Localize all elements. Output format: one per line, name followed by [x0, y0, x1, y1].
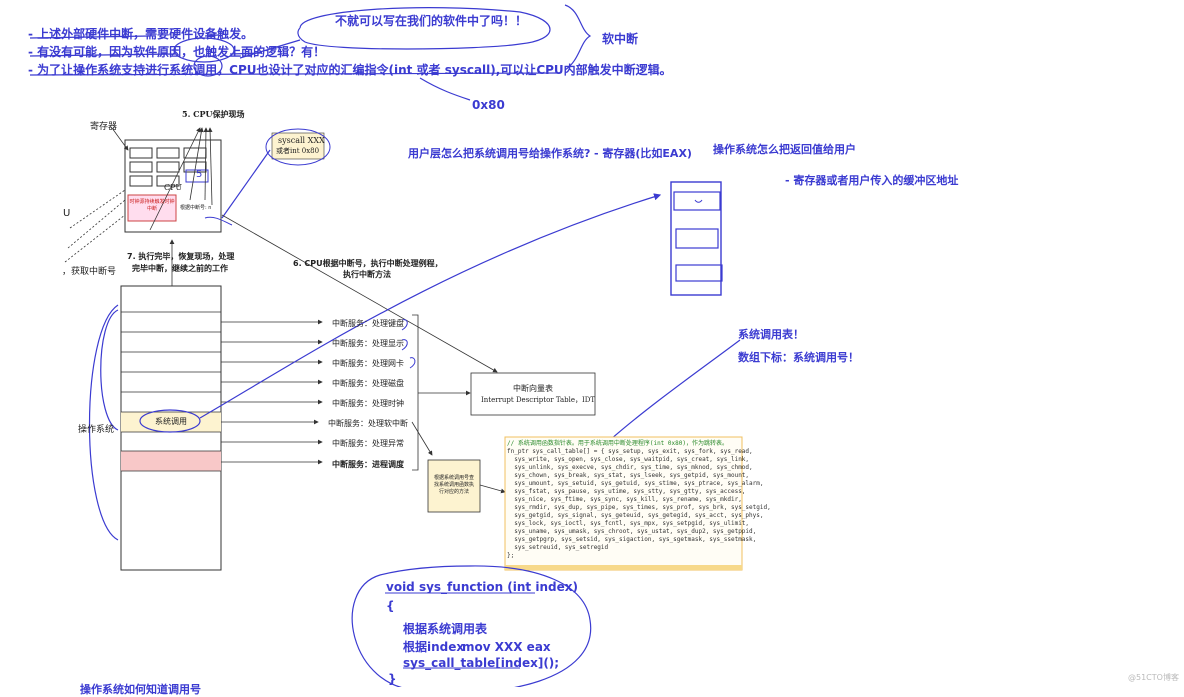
code-line: }; — [507, 552, 515, 559]
soft-interrupt-label: 软中断 — [602, 32, 639, 46]
top-note-3: - 为了让操作系统支持进行系统调用，CPU也设计了对应的汇编指令(int 或者 … — [28, 63, 672, 77]
syscall-cell: 系统调用 — [155, 417, 187, 426]
scribble-five: 5 — [196, 169, 203, 180]
service-clock: 中断服务：处理时钟 — [332, 399, 404, 408]
handwriting-line4: 根据index — [403, 640, 465, 654]
code-line: sys_getpgrp, sys_setsid, sys_sigaction, … — [507, 536, 757, 543]
service-disk: 中断服务：处理磁盘 — [332, 379, 404, 388]
handwriting-line2: { — [386, 599, 395, 613]
handwriting-line1: void sys_function (int index) — [386, 580, 578, 594]
handwriting-line4b: mov XXX eax — [462, 640, 551, 654]
lookup-box-text: 根据系统调用号查找系统调用函数执行对应的方法 — [433, 475, 474, 495]
code-comment: // 系统调用函数指针表。用于系统调用中断处理程序(int 0x80)，作为跳转… — [507, 440, 728, 447]
top-note-2: - 有没有可能，因为软件原因，也触发上面的逻辑？有！ — [28, 45, 326, 59]
bubble-note: 不就可以写在我们的软件中了吗！！ — [335, 14, 528, 28]
idt-title: 中断向量表 — [513, 384, 553, 393]
array-index-note: 数组下标：系统调用号！ — [738, 351, 859, 364]
syscall-note-1: syscall XXX — [278, 136, 325, 145]
os-label: 操作系统 — [78, 425, 115, 435]
syscall-note-2: 或者int 0x80 — [276, 147, 320, 155]
service-display: 中断服务：处理显示 — [332, 339, 404, 348]
code-line: sys_write, sys_open, sys_close, sys_wait… — [507, 456, 750, 463]
watermark: @51CTO博客 — [1128, 673, 1179, 682]
code-line: fn_ptr sys_call_table[] = { sys_setup, s… — [507, 448, 753, 455]
protect-label: 5. CPU保护现场 — [182, 109, 245, 119]
code-line: sys_umount, sys_setuid, sys_getuid, sys_… — [507, 480, 764, 487]
syscall-table-title: 系统调用表！ — [738, 328, 804, 341]
code-line: sys_setreuid, sys_setregid — [507, 544, 609, 551]
step6-line2: 执行中断方法 — [343, 270, 391, 279]
code-block: // 系统调用函数指针表。用于系统调用中断处理程序(int 0x80)，作为跳转… — [507, 440, 771, 560]
cpu-label: CPU — [164, 183, 183, 192]
handwriting-line3: 根据系统调用表 — [403, 622, 488, 636]
code-line: sys_chown, sys_break, sys_stat, sys_lsee… — [507, 472, 750, 479]
code-line: sys_fstat, sys_pause, sys_utime, sys_stt… — [507, 488, 746, 495]
code-line: sys_lock, sys_ioctl, sys_fcntl, sys_mpx,… — [507, 520, 750, 527]
question-how-pass: 用户层怎么把系统调用号给操作系统? — [408, 147, 591, 160]
code-line: sys_nice, sys_ftime, sys_sync, sys_kill,… — [507, 496, 742, 503]
service-keyboard: 中断服务：处理键盘 — [332, 319, 404, 328]
service-exception: 中断服务：处理异常 — [332, 439, 404, 448]
code-line: sys_uname, sys_umask, sys_chroot, sys_us… — [507, 528, 757, 535]
code-line: sys_unlink, sys_execve, sys_chdir, sys_t… — [507, 464, 753, 471]
step7-line1: 7. 执行完毕，恢复现场，处理 — [127, 252, 235, 261]
answer-buffer: - 寄存器或者用户传入的缓冲区地址 — [785, 174, 959, 187]
step6-line1: 6. CPU根据中断号，执行中断处理例程， — [293, 259, 443, 268]
code-line: sys_rmdir, sys_dup, sys_pipe, sys_times,… — [507, 504, 771, 511]
register-label: 寄存器 — [90, 122, 118, 132]
handwriting-line6: } — [388, 672, 397, 686]
answer-register: - 寄存器(比如EAX) — [594, 147, 692, 160]
service-network: 中断服务：处理网卡 — [332, 359, 404, 368]
code-line: sys_getgid, sys_signal, sys_geteuid, sys… — [507, 512, 764, 519]
question-return: 操作系统怎么把返回值给用户 — [713, 143, 856, 156]
idt-subtitle: Interrupt Descriptor Table，IDT — [481, 396, 596, 404]
hex-label: 0x80 — [472, 98, 505, 112]
interrupt-number-box: 根据中断号: n — [180, 205, 212, 211]
handwriting-line5: sys_call_table[index](); — [403, 656, 560, 670]
clock-source-box: 时钟源持续触发时钟中断 — [129, 199, 175, 212]
step7-line2: 完毕中断，继续之前的工作 — [132, 264, 228, 273]
fetch-label: ，获取中断号 — [62, 267, 117, 277]
top-note-1: - 上述外部硬件中断，需要硬件设备触发。 — [28, 27, 254, 41]
service-soft-interrupt: 中断服务：处理软中断 — [328, 419, 408, 428]
bottom-fragment: 操作系统如何知道调用号 — [80, 683, 201, 696]
service-scheduling: 中断服务：进程调度 — [332, 460, 404, 469]
u-fragment: U — [63, 208, 71, 219]
